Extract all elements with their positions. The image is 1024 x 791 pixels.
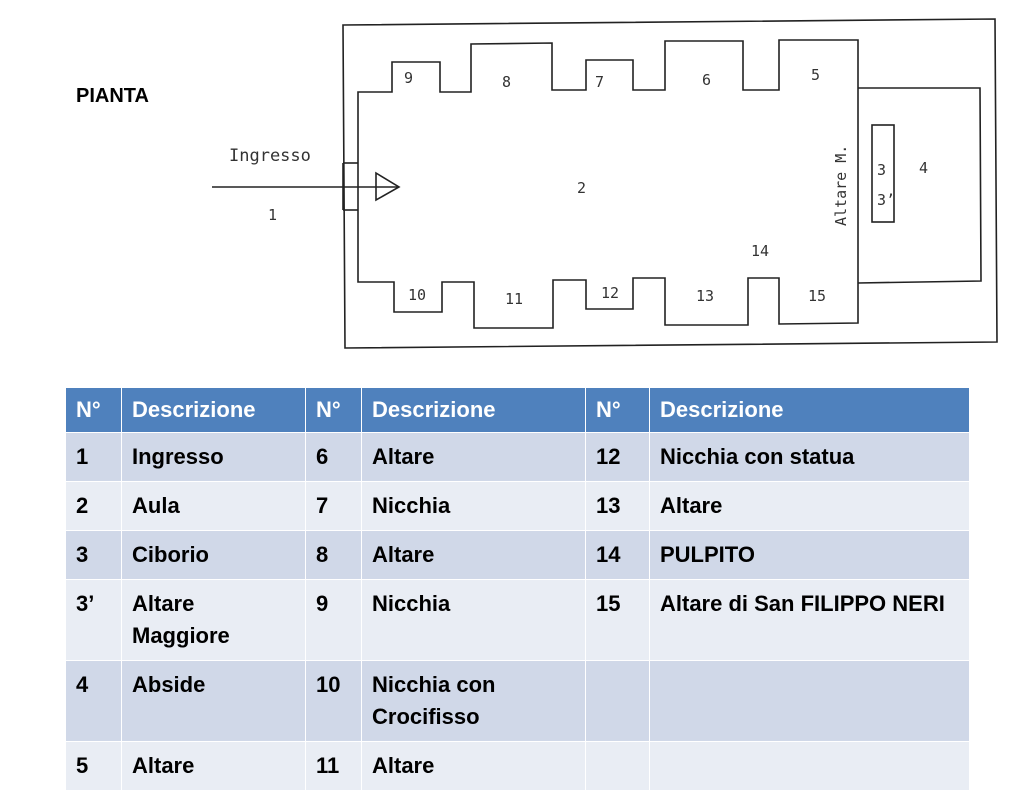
label-4: 4 (919, 159, 928, 177)
header-num-2: N° (305, 387, 362, 433)
apse-outline (857, 87, 982, 284)
cell-num: 6 (305, 432, 362, 482)
label-8: 8 (502, 73, 511, 91)
cell-desc (649, 660, 970, 742)
cell-num: 15 (585, 579, 650, 661)
header-num-3: N° (585, 387, 650, 433)
cell-desc (649, 741, 970, 791)
label-7: 7 (595, 73, 604, 91)
label-12: 12 (601, 284, 619, 302)
cell-desc: Nicchia con Crocifisso (361, 660, 586, 742)
legend-table: N° Descrizione N° Descrizione N° Descriz… (65, 387, 970, 791)
cell-desc: Altare (361, 741, 586, 791)
cell-num: 4 (65, 660, 122, 742)
cell-num: 9 (305, 579, 362, 661)
cell-desc: Altare (121, 741, 306, 791)
outer-border (342, 18, 998, 349)
cell-num: 13 (585, 481, 650, 531)
ciborio-box (871, 124, 895, 223)
cell-desc: Nicchia (361, 579, 586, 661)
label-3prime: 3’ (877, 191, 895, 209)
table-row: 3’ Altare Maggiore 9 Nicchia 15 Altare d… (65, 579, 970, 661)
cell-num: 10 (305, 660, 362, 742)
label-11: 11 (505, 290, 523, 308)
label-13: 13 (696, 287, 714, 305)
cell-desc: Altare di San FILIPPO NERI (649, 579, 970, 661)
cell-num (585, 660, 650, 742)
table-row: 1 Ingresso 6 Altare 12 Nicchia con statu… (65, 432, 970, 482)
label-1: 1 (268, 206, 277, 224)
cell-num (585, 741, 650, 791)
label-ingresso: Ingresso (229, 146, 311, 166)
legend-header-row: N° Descrizione N° Descrizione N° Descriz… (65, 387, 970, 433)
cell-num: 3’ (65, 579, 122, 661)
cell-desc: Ciborio (121, 530, 306, 580)
cell-desc: PULPITO (649, 530, 970, 580)
cell-desc: Abside (121, 660, 306, 742)
cell-desc: Nicchia (361, 481, 586, 531)
cell-num: 14 (585, 530, 650, 580)
floor-plan: Ingresso 1 2 3 3’ 4 5 6 7 8 9 10 11 12 1… (212, 18, 998, 349)
entrance-arrow-head (375, 171, 401, 202)
label-2: 2 (577, 179, 586, 197)
cell-desc: Altare (361, 530, 586, 580)
cell-num: 2 (65, 481, 122, 531)
table-row: 2 Aula 7 Nicchia 13 Altare (65, 481, 970, 531)
cell-desc: Ingresso (121, 432, 306, 482)
cell-desc: Altare (361, 432, 586, 482)
label-9: 9 (404, 69, 413, 87)
page-title: PIANTA (76, 85, 149, 107)
cell-num: 5 (65, 741, 122, 791)
label-14: 14 (751, 242, 769, 260)
cell-desc: Aula (121, 481, 306, 531)
cell-num: 3 (65, 530, 122, 580)
cell-desc: Nicchia con statua (649, 432, 970, 482)
header-num-1: N° (65, 387, 122, 433)
label-3: 3 (877, 161, 886, 179)
table-row: 4 Abside 10 Nicchia con Crocifisso (65, 660, 970, 742)
cell-desc: Altare Maggiore (121, 579, 306, 661)
cell-num: 11 (305, 741, 362, 791)
label-10: 10 (408, 286, 426, 304)
cell-num: 12 (585, 432, 650, 482)
header-desc-3: Descrizione (649, 387, 970, 433)
label-6: 6 (702, 71, 711, 89)
label-15: 15 (808, 287, 826, 305)
table-row: 5 Altare 11 Altare (65, 741, 970, 791)
church-outline (357, 39, 859, 329)
cell-num: 7 (305, 481, 362, 531)
cell-num: 8 (305, 530, 362, 580)
table-row: 3 Ciborio 8 Altare 14 PULPITO (65, 530, 970, 580)
header-desc-1: Descrizione (121, 387, 306, 433)
label-5: 5 (811, 66, 820, 84)
header-desc-2: Descrizione (361, 387, 586, 433)
cell-num: 1 (65, 432, 122, 482)
cell-desc: Altare (649, 481, 970, 531)
label-altare-m: Altare M. (832, 145, 850, 226)
